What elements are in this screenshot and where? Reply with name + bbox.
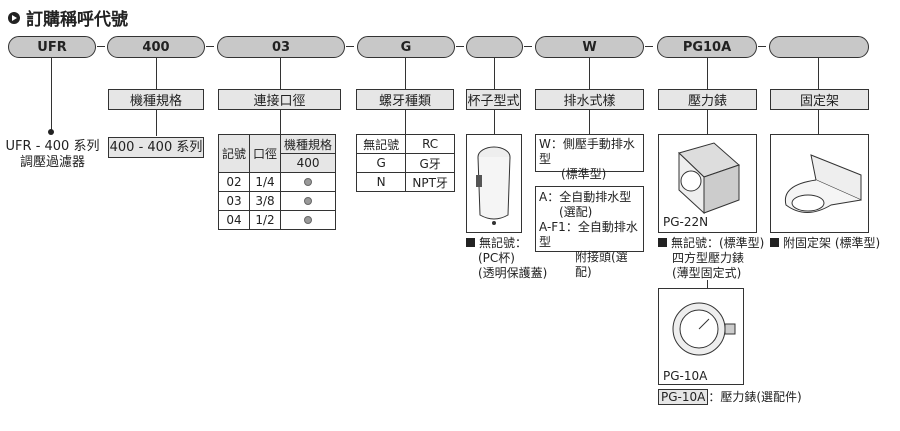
available-dot-icon: [304, 178, 313, 186]
label-port: 連接口徑: [218, 89, 341, 110]
square-gauge-icon: [678, 142, 740, 215]
label-model: 機種規格: [108, 89, 204, 110]
dot-marker: [48, 129, 54, 135]
gauge-pg22n-image: PG-22N: [658, 134, 757, 233]
label-gauge: 壓力錶: [658, 89, 757, 110]
available-dot-icon: [304, 216, 313, 224]
bowl-image: [466, 134, 522, 233]
dash: [758, 46, 766, 47]
play-circle-icon: [8, 11, 20, 24]
bowl-desc: 無記號：(PC杯)(透明保護蓋): [466, 236, 547, 281]
code-port: 03: [217, 36, 345, 58]
label-bowl: 杯子型式: [466, 89, 521, 110]
label-drain: 排水式樣: [535, 89, 644, 110]
gauge-pg10a-image: PG-10A: [658, 288, 744, 385]
label-bracket: 固定架: [770, 89, 869, 110]
drain-standard: W：側壓手動排水型(標準型): [535, 134, 644, 181]
round-gauge-icon: [672, 302, 736, 356]
gauge-option: PG-10A：壓力錶(選配件): [658, 389, 802, 405]
code-bowl: [466, 36, 523, 58]
dash: [346, 46, 354, 47]
code-thread: G: [357, 36, 455, 58]
code-gauge: PG10A: [657, 36, 757, 58]
available-dot-icon: [304, 197, 313, 205]
code-model: 400: [107, 36, 205, 58]
filter-bowl-icon: [476, 146, 511, 225]
dash: [524, 46, 532, 47]
bracket-icon: [784, 154, 862, 213]
label-thread: 螺牙種類: [356, 89, 454, 110]
dash: [97, 46, 105, 47]
drain-options: A：全自動排水型(選配)A-F1：全自動排水型附接頭(選配): [535, 186, 644, 279]
dash: [645, 46, 653, 47]
dash: [456, 46, 464, 47]
code-drain: W: [535, 36, 644, 58]
series-desc: UFR - 400 系列調壓過濾器: [5, 139, 100, 170]
gauge-desc: 無記號：(標準型)四方型壓力錶(薄型固定式): [658, 236, 764, 281]
model-value: 400 - 400 系列: [108, 137, 204, 158]
bracket-desc: 附固定架 (標準型): [770, 236, 880, 251]
bracket-image: [770, 134, 869, 233]
page-title: 訂購稱呼代號: [8, 5, 128, 30]
dash: [206, 46, 214, 47]
code-series: UFR: [8, 36, 96, 58]
code-bracket: [769, 36, 869, 58]
